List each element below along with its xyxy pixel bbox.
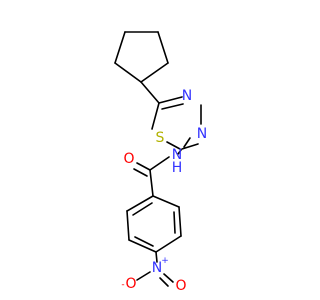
benzene-ring xyxy=(126,195,182,253)
atom-label-amide-n: N xyxy=(172,147,182,163)
bond-ring-nitro xyxy=(155,251,158,263)
atom-label-thiadiazole-n1: N xyxy=(182,88,192,104)
bond-nitro-o-double-2 xyxy=(159,277,169,287)
charge-nitro-o: - xyxy=(121,280,124,290)
atom-label-nitro-o-minus: O xyxy=(125,276,136,292)
bond xyxy=(155,235,182,253)
bond xyxy=(126,195,154,212)
atom-label-thiadiazole-n2: N xyxy=(197,126,207,142)
cyclopentyl-ring xyxy=(114,31,169,83)
charge-nitro-n: + xyxy=(161,256,169,266)
bond xyxy=(114,62,142,83)
bond xyxy=(126,210,130,241)
bond-cyclopentyl-thiadiazole xyxy=(140,81,160,104)
atom-label-nitro-n: N xyxy=(152,260,162,276)
atom-label-carbonyl-o: O xyxy=(123,151,134,167)
bond-nitro-o-minus xyxy=(136,271,151,281)
atom-label-amide-h: H xyxy=(172,160,183,176)
bond-inner xyxy=(134,236,154,247)
atom-label-thiadiazole-s: S xyxy=(156,130,165,146)
bond xyxy=(151,102,160,130)
atom-label-nitro-o: O xyxy=(175,278,186,294)
bond xyxy=(181,143,199,150)
molecule-structure-diagram: N N S N H O N + O - O xyxy=(114,31,207,294)
bond xyxy=(152,195,180,208)
bond xyxy=(140,62,169,83)
bond-carbonyl-double-2 xyxy=(133,168,148,177)
bond xyxy=(161,103,184,110)
bond-thiadiazole-nh xyxy=(177,149,182,155)
bond-inner xyxy=(173,211,176,234)
thiadiazole-ring xyxy=(151,96,202,150)
bond-nitro-o-double-1 xyxy=(163,273,174,283)
bond xyxy=(158,96,183,104)
bond xyxy=(157,31,169,64)
bond xyxy=(114,31,126,64)
bond-carbonyl-double-1 xyxy=(136,162,151,171)
bond-inner xyxy=(132,202,153,216)
bond xyxy=(178,206,182,237)
bond-nh-carbonyl xyxy=(149,156,170,171)
bond-carbonyl-ring xyxy=(149,169,154,197)
bond xyxy=(183,137,191,148)
bond xyxy=(166,141,181,150)
bond xyxy=(128,239,157,253)
